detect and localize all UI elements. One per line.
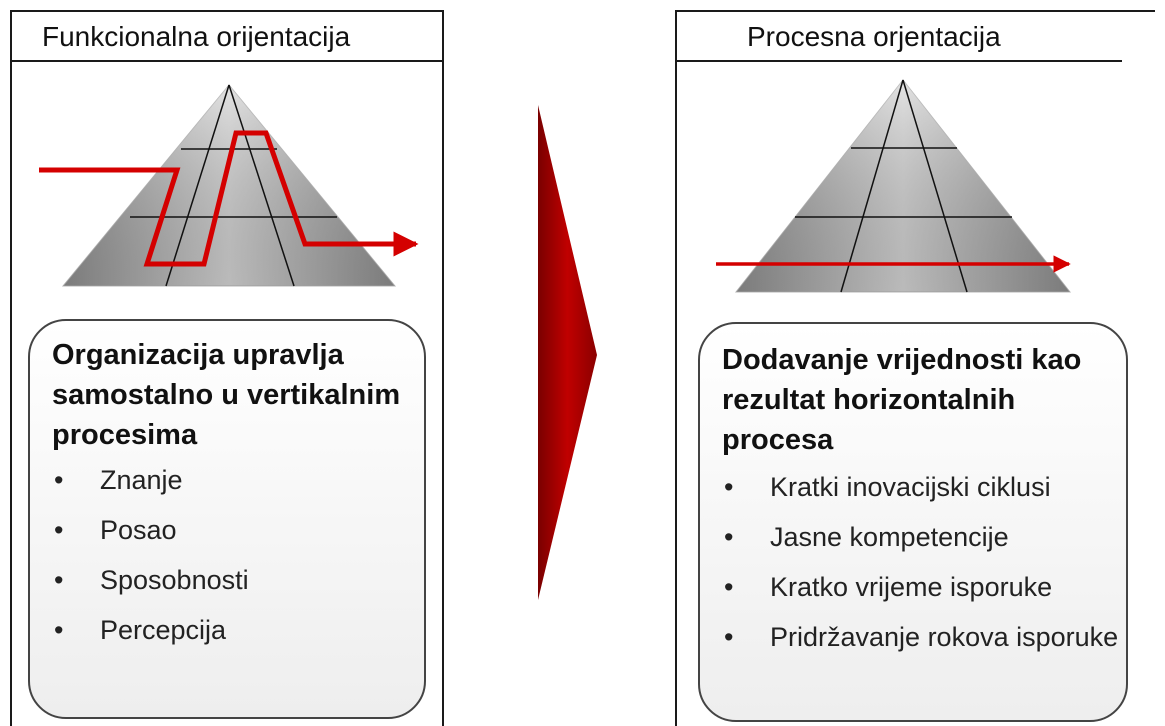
functional-bullet-list: • Znanje • Posao • Sposobnosti • Percepcija	[52, 463, 412, 663]
functional-pyramid-diagram	[39, 84, 419, 287]
pyramid-shape	[61, 84, 397, 287]
panel-title: Funkcionalna orijentacija	[12, 12, 442, 62]
process-pyramid-diagram	[716, 79, 1072, 293]
list-item: • Pridržavanje rokova isporuke	[722, 620, 1122, 654]
list-item: • Jasne kompetencije	[722, 520, 1122, 554]
bullet-icon: •	[54, 465, 64, 495]
bullet-icon: •	[724, 572, 734, 602]
functional-orientation-panel: Funkcionalna orijentacija Organizacija u…	[10, 10, 444, 726]
bullet-icon: •	[724, 522, 734, 552]
list-item-label: Pridržavanje rokova isporuke	[770, 622, 1119, 652]
process-bullet-list: • Kratki inovacijski ciklusi • Jasne kompe…	[722, 470, 1122, 670]
list-item-label: Percepcija	[100, 615, 227, 645]
bullet-icon: •	[724, 622, 734, 652]
bullet-icon: •	[724, 472, 734, 502]
panel-title: Procesna orjentacija	[677, 12, 1122, 62]
transition-arrow-icon	[538, 105, 597, 600]
process-description-box: Dodavanje vrijednosti kao rezultat horiz…	[698, 322, 1128, 722]
list-item-label: Posao	[100, 515, 177, 545]
list-item-label: Jasne kompetencije	[770, 522, 1009, 552]
functional-description-box: Organizacija upravlja samostalno u verti…	[28, 319, 426, 719]
list-item: • Sposobnosti	[52, 563, 412, 597]
list-item-label: Kratki inovacijski ciklusi	[770, 472, 1051, 502]
pyramid-shape	[734, 79, 1072, 293]
process-orientation-panel: Procesna orjentacija Dodavanje vrijednos…	[675, 10, 1155, 726]
process-heading: Dodavanje vrijednosti kao rezultat horiz…	[722, 344, 1082, 456]
list-item: • Posao	[52, 513, 412, 547]
bullet-icon: •	[54, 615, 64, 645]
list-item-label: Sposobnosti	[100, 565, 249, 595]
bullet-icon: •	[54, 515, 64, 545]
list-item: • Percepcija	[52, 613, 412, 647]
zigzag-flow-arrow	[39, 130, 419, 267]
functional-heading: Organizacija upravlja samostalno u verti…	[52, 339, 401, 451]
list-item-label: Znanje	[100, 465, 183, 495]
list-item-label: Kratko vrijeme isporuke	[770, 572, 1053, 602]
list-item: • Kratki inovacijski ciklusi	[722, 470, 1122, 504]
list-item: • Znanje	[52, 463, 412, 497]
bullet-icon: •	[54, 565, 64, 595]
list-item: • Kratko vrijeme isporuke	[722, 570, 1122, 604]
